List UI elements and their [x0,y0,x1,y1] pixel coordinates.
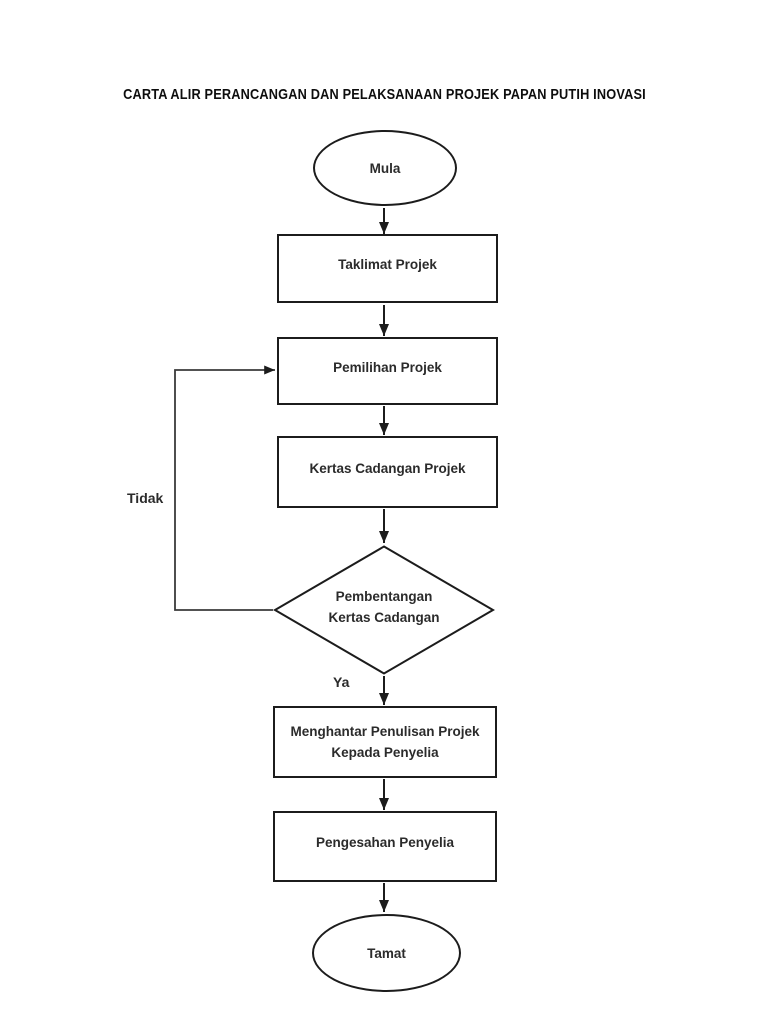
loop-tidak-path [174,365,275,611]
page-title: CARTA ALIR PERANCANGAN DAN PELAKSANAAN P… [0,86,768,103]
decision-label: Pembentangan Kertas Cadangan [273,545,495,675]
page-title-text: CARTA ALIR PERANCANGAN DAN PELAKSANAAN P… [122,86,646,103]
node-taklimat-projek: Taklimat Projek [277,234,498,303]
node-pengesahan-penyelia: Pengesahan Penyelia [273,811,497,882]
node-kertas-label: Kertas Cadangan Projek [309,460,466,476]
node-end-label: Tamat [367,945,406,961]
decision-label-line2: Kertas Cadangan [328,610,440,625]
edge-label-ya: Ya [333,674,350,690]
decision-label-line1: Pembentangan [335,589,433,604]
node-start-label: Mula [369,160,401,176]
node-menghantar-penulisan: Menghantar Penulisan Projek Kepada Penye… [273,706,497,778]
node-decision-pembentangan: Pembentangan Kertas Cadangan [273,545,495,675]
edge-label-tidak: Tidak [127,490,164,506]
node-menghantar-label-line1: Menghantar Penulisan Projek [290,724,480,739]
node-pengesahan-label: Pengesahan Penyelia [315,835,455,850]
node-taklimat-label: Taklimat Projek [338,257,437,272]
node-pemilihan-label: Pemilihan Projek [333,359,442,375]
node-start: Mula [313,130,457,206]
node-kertas-cadangan-projek: Kertas Cadangan Projek [277,436,498,508]
node-pemilihan-projek: Pemilihan Projek [277,337,498,405]
node-menghantar-label-line2: Kepada Penyelia [331,745,439,760]
node-end: Tamat [312,914,461,992]
decision-diamond-shape [273,545,495,675]
